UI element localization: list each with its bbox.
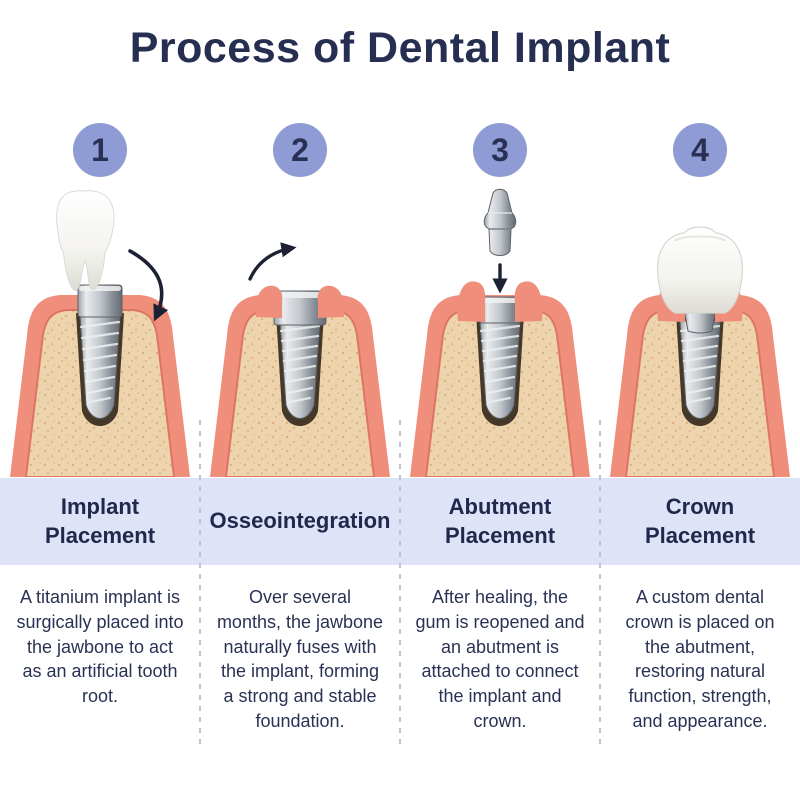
step-1-column: 1 [0,123,200,477]
implant-screw-icon [77,284,123,419]
step-3-label: Abutment Placement [444,493,556,548]
step-1-number-badge: 1 [73,123,127,177]
column-divider [599,420,601,746]
step-2-label: Osseointegration [209,508,391,534]
step-3-number-badge: 3 [473,123,527,177]
step-1-label: Implant Placement [44,493,156,548]
step-3-illustration [410,188,590,477]
step-1-label-cell: Implant Placement [0,478,200,565]
curved-arrow-icon [248,242,297,281]
implant-screw-icon [273,290,327,419]
curved-arrow-icon [128,249,169,322]
step-2-illustration [210,242,390,477]
implant-screw-icon [679,308,721,419]
column-divider [399,420,401,746]
crown-icon [657,226,743,314]
step-2-number-badge: 2 [273,123,327,177]
gum-tissue-graphic [255,285,345,318]
descriptions-row: A titanium implant is surgically placed … [0,565,800,734]
page-title: Process of Dental Implant [129,24,671,72]
step-4-illustration [610,226,790,477]
abutment-icon [483,188,517,256]
steps-row: 1 2 [0,123,800,477]
implant-screw-icon [479,296,521,419]
step-4-number-badge: 4 [673,123,727,177]
step-2-label-cell: Osseointegration [200,478,400,565]
step-4-column: 4 [600,123,800,477]
step-2-description: Over several months, the jawbone natural… [216,587,384,732]
step-1-description: A titanium implant is surgically placed … [16,587,184,707]
step-3-label-cell: Abutment Placement [400,478,600,565]
step-4-label: Crown Placement [644,493,756,548]
step-2-column: 2 [200,123,400,477]
step-3-description: After healing, the gum is reopened and a… [415,587,585,732]
step-1-illustration [10,190,190,477]
step-4-description: A custom dental crown is placed on the a… [625,587,775,732]
column-divider [199,420,201,746]
tooth-icon [56,190,115,292]
step-3-column: 3 [400,123,600,477]
step-4-label-cell: Crown Placement [600,478,800,565]
gum-tissue-graphic [457,281,543,322]
